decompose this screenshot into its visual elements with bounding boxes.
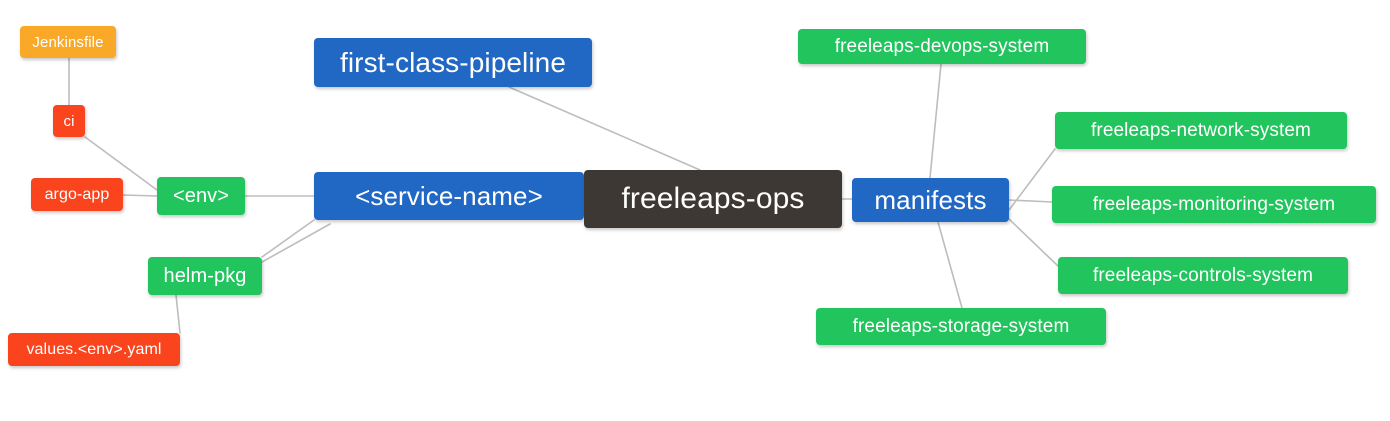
edge-manifests-to-freeleaps-devops-system bbox=[929, 63, 942, 179]
mindmap-node-freeleaps-monitoring-system[interactable]: freeleaps-monitoring-system bbox=[1052, 186, 1376, 223]
mindmap-node-freeleaps-devops-system[interactable]: freeleaps-devops-system bbox=[798, 29, 1086, 64]
mindmap-node-label: freeleaps-ops bbox=[621, 182, 805, 215]
mindmap-node-env[interactable]: <env> bbox=[157, 177, 245, 215]
mindmap-node-freeleaps-network-system[interactable]: freeleaps-network-system bbox=[1055, 112, 1347, 149]
mindmap-node-label: values.<env>.yaml bbox=[26, 340, 162, 358]
edge-service-name-to-helm-pkg bbox=[261, 219, 315, 258]
mindmap-node-label: freeleaps-network-system bbox=[1091, 120, 1311, 141]
mindmap-node-values-env-yaml[interactable]: values.<env>.yaml bbox=[8, 333, 180, 366]
mindmap-node-label: freeleaps-controls-system bbox=[1092, 265, 1314, 286]
mindmap-node-ci[interactable]: ci bbox=[53, 105, 85, 137]
mindmap-node-helm-pkg[interactable]: helm-pkg bbox=[148, 257, 262, 295]
mindmap-node-manifests[interactable]: manifests bbox=[852, 178, 1009, 222]
mindmap-node-service-name[interactable]: <service-name> bbox=[314, 172, 584, 220]
edge-helm-pkg-to-service-name-upper bbox=[261, 223, 331, 263]
edge-helm-pkg-to-values-env-yaml bbox=[175, 294, 181, 334]
mindmap-node-label: first-class-pipeline bbox=[339, 46, 567, 78]
mindmap-node-label: <service-name> bbox=[355, 181, 543, 211]
edge-manifests-to-freeleaps-controls-system bbox=[1008, 218, 1059, 267]
mindmap-node-label: freeleaps-monitoring-system bbox=[1092, 194, 1336, 215]
mindmap-node-freeleaps-controls-system[interactable]: freeleaps-controls-system bbox=[1058, 257, 1348, 294]
mindmap-node-label: freeleaps-devops-system bbox=[834, 36, 1050, 57]
mindmap-node-label: Jenkinsfile bbox=[32, 33, 104, 51]
edge-first-class-pipeline-to-freeleaps-ops bbox=[508, 86, 701, 171]
mindmap-node-label: helm-pkg bbox=[163, 265, 247, 287]
mindmap-node-label: <env> bbox=[172, 185, 230, 207]
edge-manifests-to-freeleaps-monitoring-system bbox=[1008, 199, 1053, 203]
mindmap-node-freeleaps-ops[interactable]: freeleaps-ops bbox=[584, 170, 842, 228]
edge-argo-app-to-env bbox=[122, 194, 158, 197]
edge-manifests-to-freeleaps-storage-system bbox=[937, 221, 963, 309]
edge-manifests-to-freeleaps-network-system bbox=[1008, 148, 1056, 211]
mindmap-node-label: manifests bbox=[874, 185, 987, 215]
mindmap-node-label: ci bbox=[63, 112, 75, 130]
mindmap-node-argo-app[interactable]: argo-app bbox=[31, 178, 123, 211]
mindmap-node-freeleaps-storage-system[interactable]: freeleaps-storage-system bbox=[816, 308, 1106, 345]
mindmap-node-label: freeleaps-storage-system bbox=[852, 316, 1070, 337]
mindmap-node-first-class-pipeline[interactable]: first-class-pipeline bbox=[314, 38, 592, 87]
mindmap-node-jenkinsfile[interactable]: Jenkinsfile bbox=[20, 26, 116, 58]
mindmap-node-label: argo-app bbox=[44, 185, 110, 203]
